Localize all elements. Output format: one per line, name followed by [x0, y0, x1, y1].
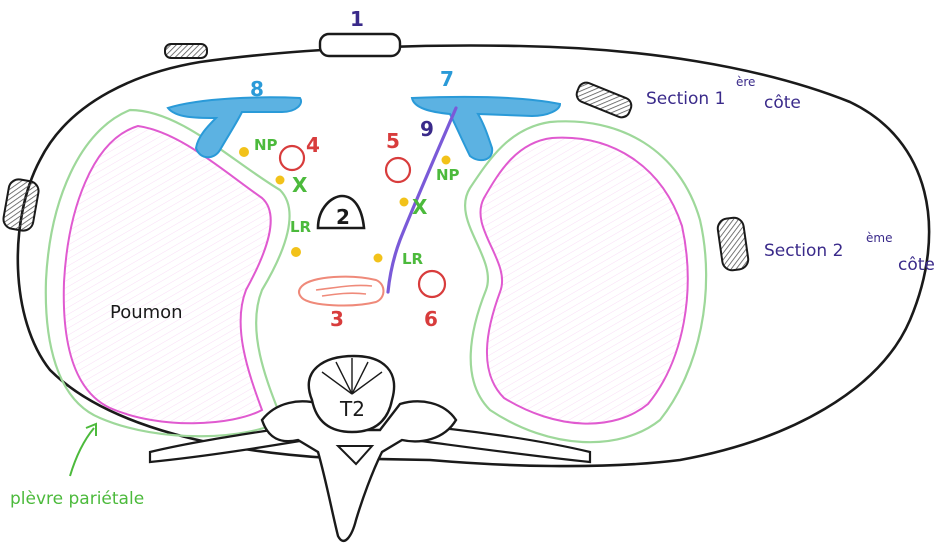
label-section-1-cote: côte — [764, 93, 801, 113]
label-section-2: Section 2 — [764, 241, 843, 261]
structure-5 — [386, 158, 410, 182]
label-lr-right: LR — [402, 250, 424, 268]
rib-fragment-top-left — [165, 44, 207, 58]
plevre-arrow — [70, 428, 94, 476]
structure-6 — [419, 271, 445, 297]
label-x-left: X — [292, 173, 308, 197]
label-poumon: Poumon — [110, 302, 183, 323]
structure-4 — [280, 146, 304, 170]
structure-3 — [299, 277, 384, 306]
label-8: 8 — [250, 77, 264, 101]
label-section-2-sup: ème — [866, 231, 892, 245]
label-4: 4 — [306, 133, 320, 157]
label-9: 9 — [420, 117, 434, 141]
sternum-manubrium — [320, 34, 400, 56]
label-section-2-cote: côte — [898, 255, 935, 275]
label-section-1: Section 1 — [646, 89, 725, 109]
label-x-right: X — [412, 195, 428, 219]
label-plevre: plèvre pariétale — [10, 489, 144, 509]
label-5: 5 — [386, 129, 400, 153]
label-vertebra: T2 — [339, 397, 365, 421]
plevre-arrowhead — [86, 424, 96, 436]
lung-right — [480, 138, 687, 424]
label-1: 1 — [350, 7, 364, 31]
label-np-left: NP — [254, 136, 278, 154]
label-7: 7 — [440, 67, 454, 91]
label-lr-left: LR — [290, 218, 312, 236]
label-np-right: NP — [436, 166, 460, 184]
label-3: 3 — [330, 307, 344, 331]
label-2: 2 — [336, 205, 350, 229]
label-6: 6 — [424, 307, 438, 331]
label-section-1-sup: ère — [736, 75, 755, 89]
